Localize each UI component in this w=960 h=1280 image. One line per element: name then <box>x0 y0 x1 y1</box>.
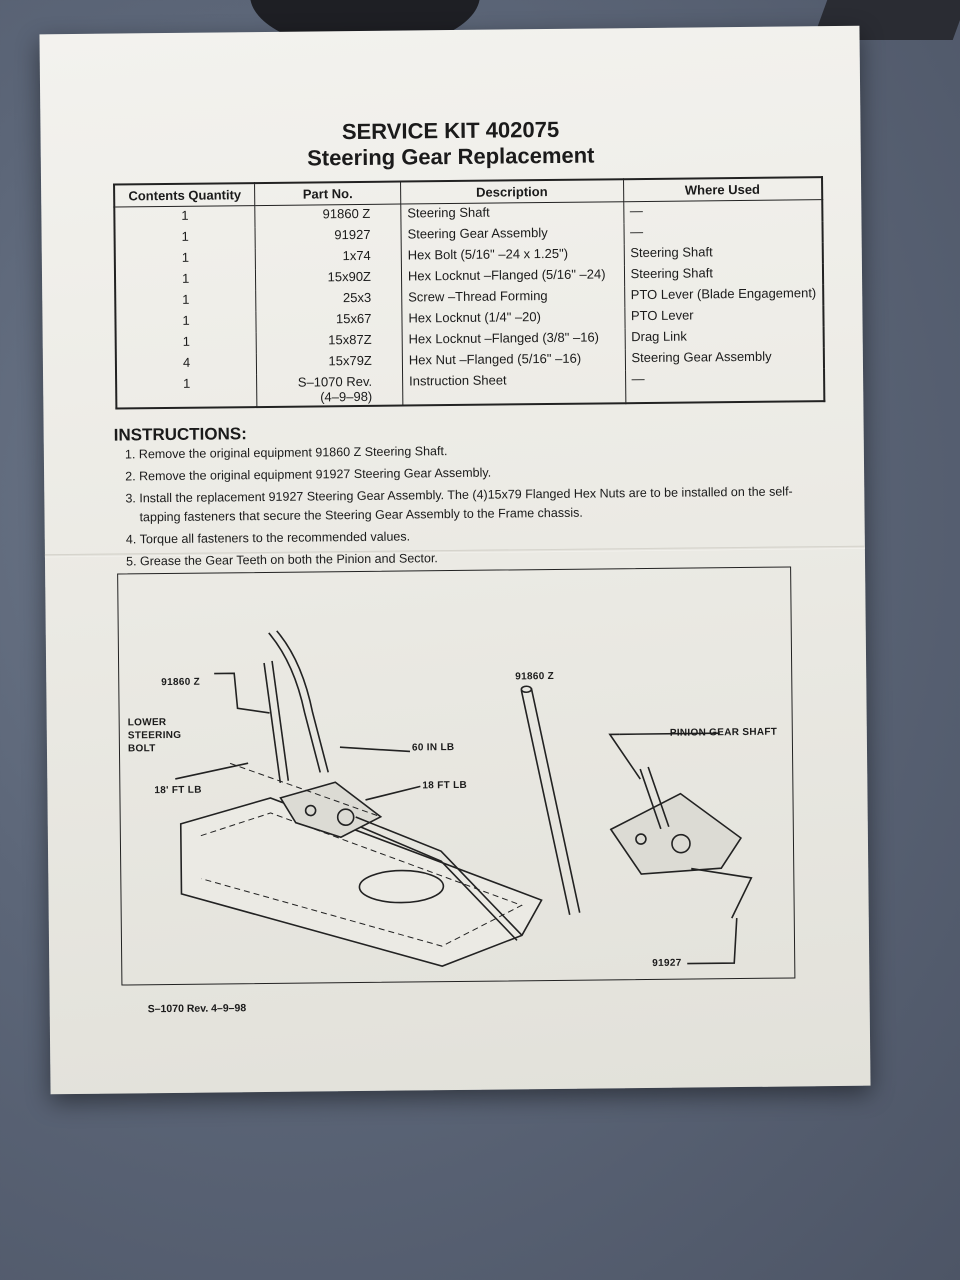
cell-desc: Instruction Sheet <box>402 370 626 406</box>
cell-used: Steering Gear Assembly <box>624 347 825 371</box>
cell-desc: Hex Locknut –Flanged (3/8" –16) <box>402 328 625 352</box>
cell-qty: 1 <box>116 374 258 409</box>
cell-qty: 1 <box>114 227 256 250</box>
cell-qty: 1 <box>115 311 257 334</box>
cell-part: 15x79Z <box>256 351 403 375</box>
cell-used: PTO Lever <box>624 305 824 329</box>
diagram-drawing <box>175 630 753 967</box>
cell-used: PTO Lever (Blade Engagement) <box>624 284 824 308</box>
label-steering-shaft: 91860 Z <box>161 676 201 689</box>
instructions-heading: INSTRUCTIONS: <box>113 424 247 445</box>
cell-used: Steering Shaft <box>623 263 824 287</box>
label-torque-18-ft-lb-right: 18 FT LB <box>422 779 468 792</box>
cell-part: 15x67 <box>256 309 403 333</box>
header-part-no: Part No. <box>254 181 401 206</box>
cell-part: 1x74 <box>255 246 402 270</box>
header-where-used: Where Used <box>623 177 823 202</box>
cell-desc: Screw –Thread Forming <box>401 286 625 310</box>
header-description: Description <box>400 179 624 205</box>
cell-qty: 4 <box>115 353 257 376</box>
cell-part: 91927 <box>255 225 402 249</box>
part-revision-date: (4–9–98) <box>320 388 373 405</box>
cell-part: 25x3 <box>255 288 402 312</box>
cell-part: 15x90Z <box>255 267 402 291</box>
cell-used: Steering Shaft <box>623 242 823 266</box>
cell-desc: Hex Nut –Flanged (5/16" –16) <box>402 349 626 373</box>
label-replacement-shaft: 91860 Z <box>515 670 555 683</box>
header-quantity: Contents Quantity <box>114 183 255 208</box>
cell-qty: 1 <box>115 332 257 355</box>
assembly-diagram: 91860 Z LOWER STEERING BOLT 60 IN LB 18'… <box>117 566 796 986</box>
label-pinion-gear-shaft: PINION GEAR SHAFT <box>669 726 778 739</box>
part-number: S–1070 Rev. <box>297 373 373 390</box>
cell-used: — <box>623 199 823 224</box>
instruction-step: Install the replacement 91927 Steering G… <box>139 482 829 527</box>
cell-part: 91860 Z <box>254 204 401 228</box>
cell-desc: Hex Locknut (1/4" –20) <box>401 307 625 331</box>
cell-qty: 1 <box>114 205 256 229</box>
cell-desc: Steering Shaft <box>400 201 624 226</box>
label-torque-18-ft-lb-left: 18' FT LB <box>154 784 202 797</box>
label-gear-assembly: 91927 <box>652 957 682 969</box>
cell-qty: 1 <box>114 269 256 292</box>
cell-part: 15x87Z <box>256 330 403 354</box>
instruction-sheet: SERVICE KIT 402075 Steering Gear Replace… <box>39 25 871 1095</box>
cell-qty: 1 <box>115 290 257 313</box>
cell-used: — <box>623 221 823 245</box>
cell-part: S–1070 Rev. (4–9–98) <box>256 372 403 408</box>
cell-desc: Steering Gear Assembly <box>400 223 624 247</box>
cell-desc: Hex Bolt (5/16" –24 x 1.25") <box>401 244 624 268</box>
cell-used: Drag Link <box>624 326 824 350</box>
table-row: 1 S–1070 Rev. (4–9–98) Instruction Sheet… <box>116 368 825 409</box>
cell-used: — <box>625 368 825 404</box>
parts-table: Contents Quantity Part No. Description W… <box>113 176 826 410</box>
document-footer: S–1070 Rev. 4–9–98 <box>147 1002 247 1016</box>
label-torque-60-in-lb: 60 IN LB <box>411 742 455 754</box>
label-lower-steering-bolt: LOWER STEERING BOLT <box>127 717 182 755</box>
cell-desc: Hex Locknut –Flanged (5/16" –24) <box>401 265 625 289</box>
document-title: SERVICE KIT 402075 Steering Gear Replace… <box>40 114 860 175</box>
cell-qty: 1 <box>114 248 256 271</box>
instruction-steps: Remove the original equipment 91860 Z St… <box>114 438 830 574</box>
